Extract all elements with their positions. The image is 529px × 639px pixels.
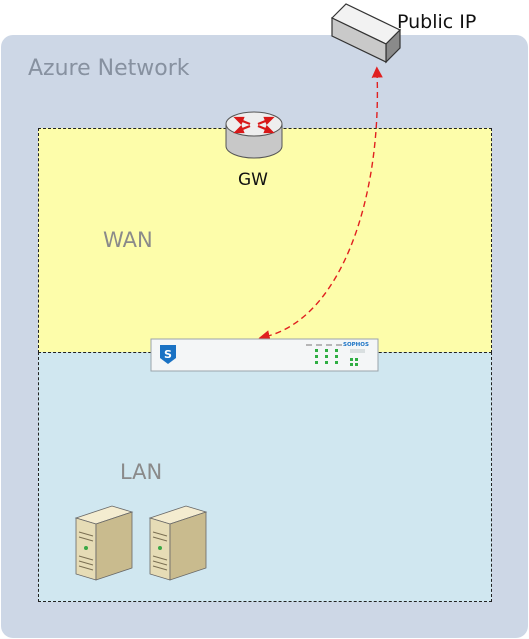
firewall-appliance: S SOPHOS (150, 338, 379, 372)
router-icon (225, 111, 283, 159)
public-ip-icon (330, 3, 402, 64)
server-icon (148, 505, 208, 581)
public-ip-label: Public IP (397, 11, 477, 33)
lan-zone-label: LAN (120, 460, 163, 484)
server-icon (74, 505, 134, 581)
gateway-label: GW (238, 170, 268, 190)
wan-zone-label: WAN (103, 228, 153, 252)
svg-text:S: S (164, 348, 172, 361)
sophos-brand: SOPHOS (343, 342, 369, 348)
wan-link-arrow (258, 66, 383, 342)
azure-network-label: Azure Network (28, 56, 190, 81)
